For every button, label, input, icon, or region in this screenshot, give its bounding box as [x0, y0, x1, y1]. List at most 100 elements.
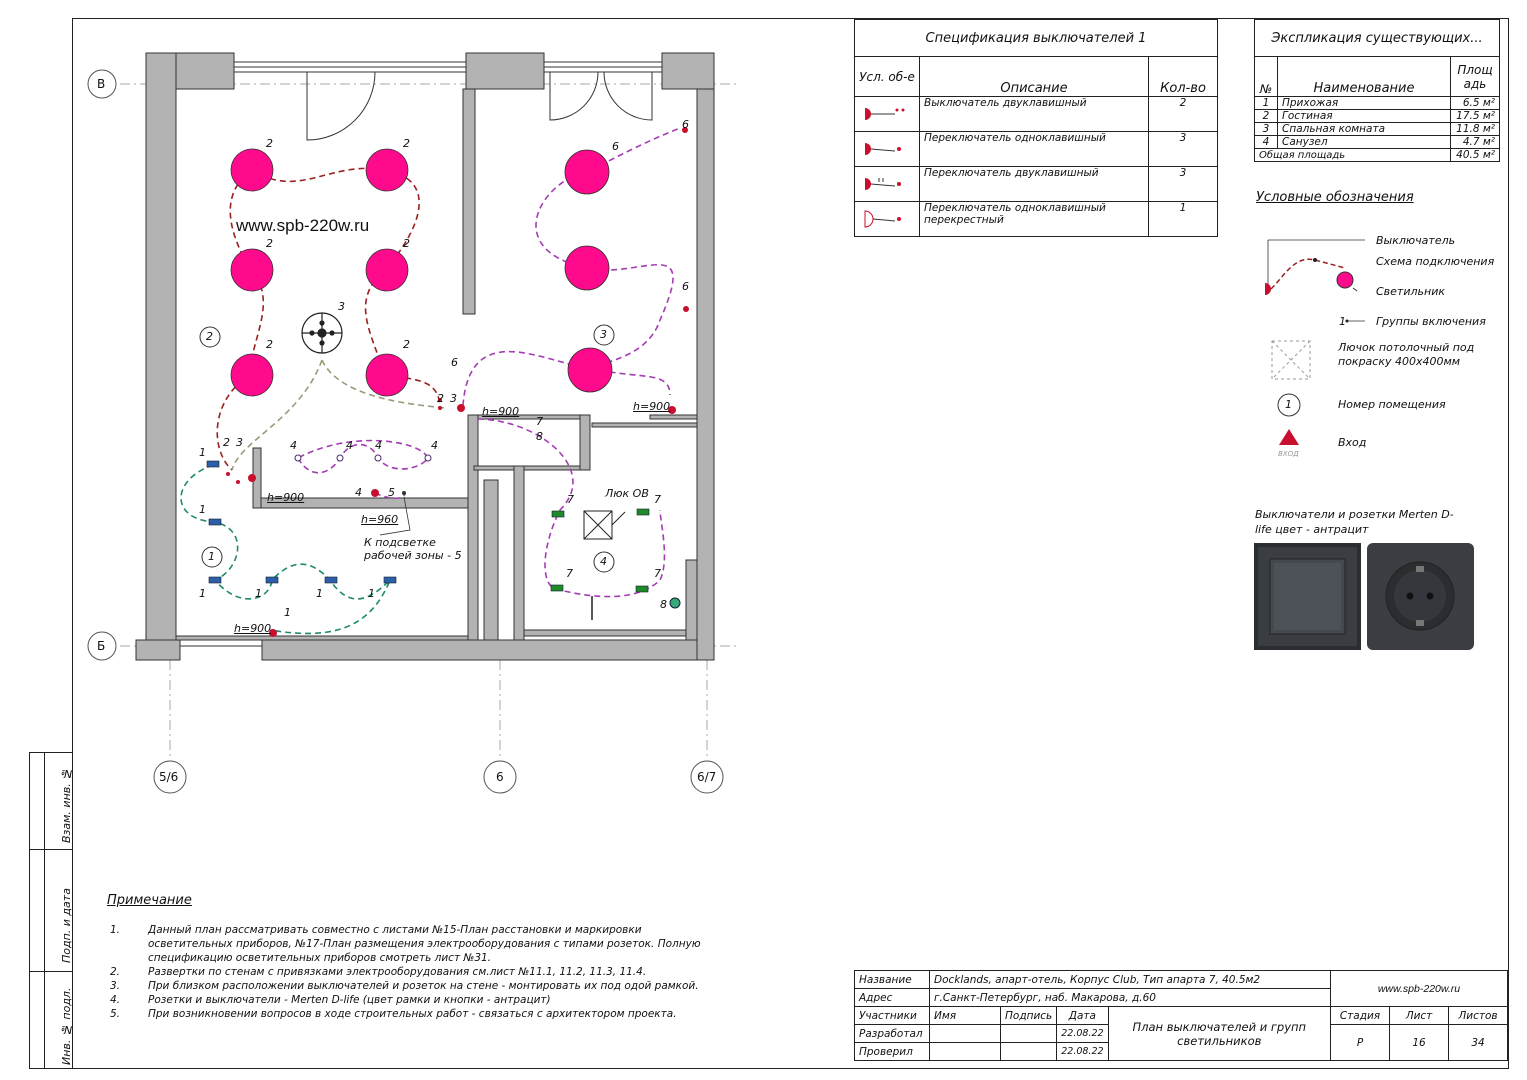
- note-item: 2.Развертки по стенам с привязками элект…: [110, 965, 710, 979]
- explication-area: 17.5 м²: [1450, 109, 1500, 123]
- spec-header-symbol: Усл. об-е: [854, 56, 920, 97]
- group-label: 2: [403, 338, 410, 351]
- explication-name: Санузел: [1277, 135, 1451, 149]
- group-label: 1: [316, 587, 323, 600]
- spec-row: Переключатель двуклавишный 3: [854, 166, 1218, 202]
- explication-header-name: Наименование: [1277, 56, 1451, 97]
- stamp-site: www.spb-220w.ru: [1330, 970, 1508, 1007]
- group-label: 4: [290, 439, 297, 452]
- group-label: 3: [338, 300, 345, 313]
- merten-caption: Выключатели и розетки Merten D-life цвет…: [1255, 508, 1454, 536]
- stamp-sheet-title: План выключателей и групп светильников: [1107, 1006, 1332, 1061]
- stamp-developed-date: 22.08.22: [1056, 1024, 1109, 1043]
- note-item: 5. При возникновении вопросов в ходе стро…: [110, 1007, 710, 1021]
- group-label: 7: [536, 415, 543, 428]
- group-label: 2: [266, 137, 273, 150]
- explication-n: 3: [1254, 122, 1278, 136]
- group-label: 4: [431, 439, 438, 452]
- stamp-sheets: 34: [1448, 1024, 1508, 1061]
- stamp-col-name: Имя: [929, 1006, 1001, 1025]
- notes-title: Примечание: [107, 893, 192, 908]
- group-label: 4: [355, 486, 362, 499]
- spec-desc: Переключатель двуклавишный: [919, 166, 1149, 202]
- side-stamp: Взам. инв. № Подп. и дата Инв. № подл.: [29, 752, 73, 1069]
- note-number: 4.: [110, 994, 121, 1006]
- explication-total-value: 40.5 м²: [1450, 148, 1500, 162]
- explication-area: 4.7 м²: [1450, 135, 1500, 149]
- floor-plan: [87, 52, 740, 794]
- group-label: 1: [199, 587, 206, 600]
- note-number: 1.: [110, 924, 121, 936]
- stamp-col-date: Дата: [1056, 1006, 1109, 1025]
- room-number-1: 1: [208, 550, 215, 563]
- stamp-sheets-label: Листов: [1448, 1006, 1508, 1025]
- group-label: 7: [567, 493, 574, 506]
- stamp-checked: Проверил: [854, 1042, 930, 1061]
- legend-title: Условные обозначения: [1256, 190, 1414, 205]
- switch-double-toggle-icon: [854, 166, 920, 202]
- legend-entry-small: ВХОД: [1278, 450, 1299, 458]
- group-label: 2: [403, 237, 410, 250]
- title-block: Название Docklands, апарт-отель, Корпус …: [854, 970, 1508, 1061]
- group-label: 8: [536, 430, 543, 443]
- note-item: 1.Данный план рассматривать совместно с …: [110, 923, 710, 965]
- side-label-sign: Подп. и дата: [60, 888, 73, 963]
- explication-name: Спальная комната: [1277, 122, 1451, 136]
- spec-row: Выключатель двуклавишный 2: [854, 96, 1218, 132]
- stamp-checked-date: 22.08.22: [1056, 1042, 1109, 1061]
- spec-title: Спецификация выключателей 1: [854, 19, 1218, 57]
- group-label: 1: [199, 503, 206, 516]
- stamp-name-label: Название: [854, 970, 930, 989]
- stamp-name-value: Docklands, апарт-отель, Корпус Club, Тип…: [929, 970, 1331, 989]
- axis-label-top-left: В: [97, 77, 106, 91]
- legend-room-sample: 1: [1285, 398, 1292, 411]
- explication-area: 6.5 м²: [1450, 96, 1500, 110]
- explication-total-label: Общая площадь: [1254, 148, 1451, 162]
- note-text: При возникновении вопросов в ходе строит…: [148, 1008, 677, 1020]
- note-number: 2.: [110, 966, 121, 978]
- height-label: h=900: [267, 491, 305, 504]
- group-label: 6: [612, 140, 619, 153]
- watermark-url: www.spb-220w.ru: [236, 216, 370, 235]
- explication-n: 2: [1254, 109, 1278, 123]
- legend-group-num: 1: [1339, 315, 1346, 328]
- group-label: 7: [654, 567, 661, 580]
- group-label: 2: [266, 237, 273, 250]
- group-label: 2: [223, 436, 230, 449]
- group-label: 1: [255, 587, 262, 600]
- spec-desc: Выключатель двуклавишный: [919, 96, 1149, 132]
- stamp-participants: Участники: [854, 1006, 930, 1025]
- note-text: При близком расположении выключателей и …: [148, 980, 699, 992]
- stamp-sheet: 16: [1389, 1024, 1449, 1061]
- group-label: 2: [437, 392, 444, 405]
- explication-n: 4: [1254, 135, 1278, 149]
- stamp-col-sign: Подпись: [999, 1006, 1058, 1025]
- group-label: 2: [403, 137, 410, 150]
- height-label: h=900: [482, 405, 520, 418]
- explication-title: Экспликация существующих...: [1254, 19, 1500, 57]
- group-label: 1: [368, 587, 375, 600]
- spec-header-desc: Описание: [919, 56, 1149, 97]
- axis-label-left-col: 5/6: [159, 770, 179, 784]
- stamp-stage-label: Стадия: [1330, 1006, 1390, 1025]
- group-label: 7: [566, 567, 573, 580]
- spec-qty: 2: [1148, 96, 1218, 132]
- spec-header-qty: Кол-во: [1148, 56, 1218, 97]
- side-label-inv: Инв. № подл.: [60, 987, 73, 1065]
- hatch-label: Люк ОВ: [605, 487, 649, 500]
- spec-qty: 3: [1148, 131, 1218, 167]
- switch-double-icon: [854, 96, 920, 132]
- spec-qty: 1: [1148, 201, 1218, 237]
- legend-symbols: [1265, 239, 1365, 445]
- legend-lamp: Светильник: [1376, 285, 1445, 298]
- note-number: 5.: [110, 1008, 121, 1020]
- stamp-developed: Разработал: [854, 1024, 930, 1043]
- group-label: 1: [284, 606, 291, 619]
- stamp-address-label: Адрес: [854, 988, 930, 1007]
- explication-name: Прихожая: [1277, 96, 1451, 110]
- legend-wiring: Схема подключения: [1376, 255, 1495, 268]
